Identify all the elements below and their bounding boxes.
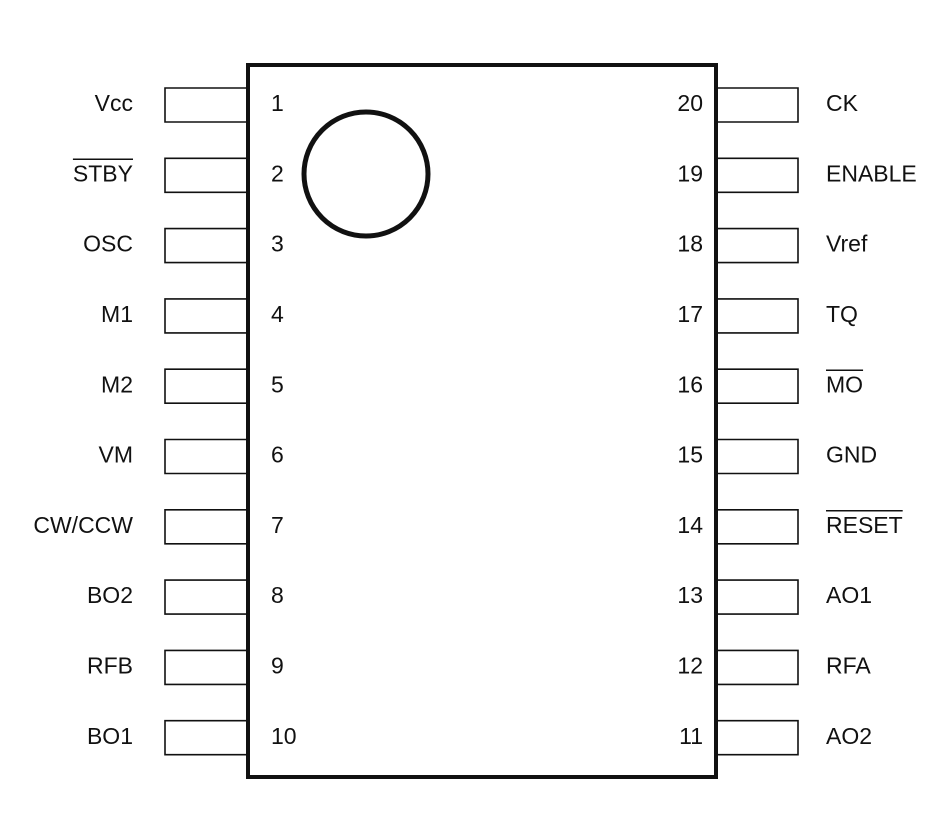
pin-label: MO [826, 371, 863, 397]
pin-label: CW/CCW [33, 512, 133, 538]
pin-label: BO2 [87, 582, 133, 608]
pin-pad [716, 368, 799, 404]
pin-pad [164, 719, 248, 756]
pin-15: 15 GND [677, 438, 877, 475]
pin-number: 2 [271, 160, 284, 186]
pin-number: 16 [677, 371, 703, 397]
pin-16: 16 MO [677, 368, 864, 404]
pin-label: AO1 [826, 582, 872, 608]
pin-3: 3 OSC [83, 227, 284, 264]
pin-label: GND [826, 442, 877, 468]
pin-number: 1 [271, 90, 284, 116]
pin-pad [164, 298, 248, 334]
pin-number: 17 [677, 301, 703, 327]
pin-label: M1 [101, 301, 133, 327]
pin-6: 6 VM [99, 438, 284, 475]
pin-13: 13 AO1 [677, 579, 872, 615]
pin-pad [716, 87, 799, 123]
pin-number: 8 [271, 582, 284, 608]
pin-11: 11 AO2 [679, 719, 872, 756]
pin-1: 1 Vcc [95, 87, 284, 123]
pin-19: 19 ENABLE [677, 157, 917, 194]
pin-pad [164, 227, 248, 264]
pin-20: 20 CK [677, 87, 859, 123]
pin-label: RFA [826, 652, 871, 678]
pin-label: RESET [826, 512, 903, 538]
pin-number: 20 [677, 90, 703, 116]
ic-body [246, 63, 718, 779]
pin-14: 14 RESET [677, 509, 903, 545]
pin-pad [716, 157, 799, 194]
pin-pad [716, 649, 799, 686]
pin-pad [164, 579, 248, 615]
pin-label: STBY [73, 160, 133, 186]
pin-number: 4 [271, 301, 284, 327]
pin-4: 4 M1 [101, 298, 284, 334]
pin-label: CK [826, 90, 859, 116]
pin-2: 2 STBY [72, 157, 284, 194]
pin-number: 13 [677, 582, 703, 608]
pin-label: OSC [83, 231, 133, 257]
pin-9: 9 RFB [87, 649, 284, 686]
pin-pad [164, 438, 248, 475]
pin-label: ENABLE [826, 160, 917, 186]
pin-pad [716, 509, 799, 545]
pin-pad [164, 649, 248, 686]
pin-8: 8 BO2 [87, 579, 284, 615]
pin-5: 5 M2 [101, 368, 284, 404]
pin-label: BO1 [87, 723, 133, 749]
pin-18: 18 Vref [677, 227, 868, 264]
pin-label: M2 [101, 371, 133, 397]
pin-pad [716, 719, 799, 756]
pin-pad [716, 579, 799, 615]
pin-10: 10 BO1 [87, 719, 297, 756]
pin-label: Vcc [95, 90, 133, 116]
pin-number: 19 [677, 160, 703, 186]
pin-12: 12 RFA [677, 649, 871, 686]
pin-7: 7 CW/CCW [33, 509, 284, 545]
pin-number: 10 [271, 723, 297, 749]
pin-number: 6 [271, 442, 284, 468]
pin-pad [164, 87, 248, 123]
pin-number: 5 [271, 371, 284, 397]
pin-17: 17 TQ [677, 298, 858, 334]
pin-number: 3 [271, 231, 284, 257]
pin-label: TQ [826, 301, 858, 327]
pin-number: 15 [677, 442, 703, 468]
pin-label: Vref [826, 231, 868, 257]
pin-label: VM [99, 442, 134, 468]
pin-number: 12 [677, 652, 703, 678]
left-pin-group: 1 Vcc 2 STBY 3 OSC 4 M1 5 M2 6 VM 7 CW/CCW 8 BO2 9 RFB 10 B… [33, 87, 297, 756]
pin-number: 18 [677, 231, 703, 257]
pin-number: 7 [271, 512, 284, 538]
pin-pad [164, 368, 248, 404]
pin-number: 9 [271, 652, 284, 678]
pin-pad [164, 157, 248, 194]
pin1-marker-circle [301, 109, 431, 239]
right-pin-group: 20 CK 19 ENABLE 18 Vref 17 TQ 16 MO 15 GND 14 RESET 13… [677, 87, 917, 756]
pin-number: 11 [679, 723, 703, 749]
pin-number: 14 [677, 512, 703, 538]
pin-pad [716, 227, 799, 264]
pin-pad [716, 438, 799, 475]
pin-pad [716, 298, 799, 334]
pin-label: AO2 [826, 723, 872, 749]
pin-label: RFB [87, 652, 133, 678]
pin-pad [164, 509, 248, 545]
